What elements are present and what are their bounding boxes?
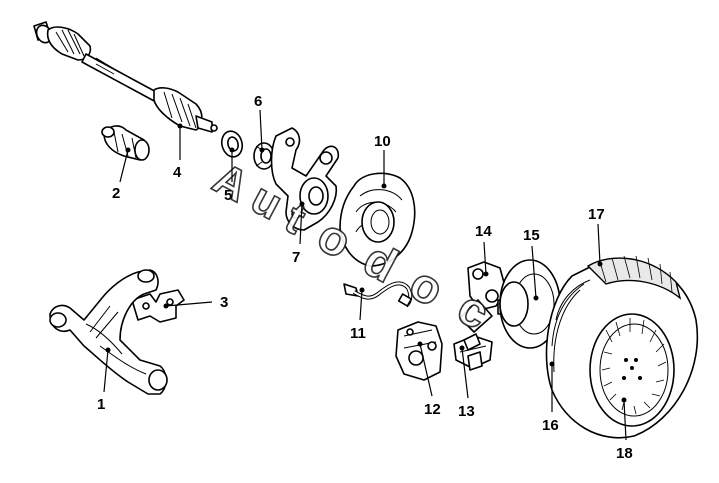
callout-17: 17	[588, 206, 605, 223]
callout-13: 13	[458, 403, 475, 420]
brake-pads	[453, 333, 493, 371]
steering-knuckle	[270, 127, 340, 231]
callout-16: 16	[542, 417, 559, 434]
callout-12: 12	[424, 401, 441, 418]
wheel-rim	[589, 313, 675, 427]
caliper-carrier	[459, 261, 509, 333]
callout-1: 1	[97, 396, 105, 413]
callout-11: 11	[350, 325, 366, 342]
brake-caliper	[395, 321, 443, 381]
lower-control-arm	[49, 269, 168, 395]
brake-dust-shield	[339, 172, 416, 267]
callout-14: 14	[475, 223, 492, 240]
cv-boot	[101, 125, 150, 161]
drive-shaft	[33, 21, 218, 133]
leader-lines	[103, 109, 627, 441]
callout-10: 10	[374, 133, 391, 150]
svg-text:u: u	[243, 174, 290, 230]
brake-hose-sensor	[343, 281, 413, 308]
callout-7: 7	[292, 249, 300, 266]
mounting-bracket	[131, 289, 185, 323]
callout-15: 15	[523, 227, 540, 244]
callout-6: 6	[254, 93, 262, 110]
seal-ring	[220, 130, 244, 158]
callout-18: 18	[616, 445, 633, 462]
svg-text:c: c	[449, 281, 497, 340]
callout-4: 4	[173, 164, 182, 181]
callout-5: 5	[224, 187, 232, 204]
callout-2: 2	[112, 185, 120, 202]
callout-numbers: 1 2 3 4 5 6 7 10 11 12 13 14 15 16 17 18	[97, 93, 633, 462]
callout-3: 3	[220, 294, 228, 311]
